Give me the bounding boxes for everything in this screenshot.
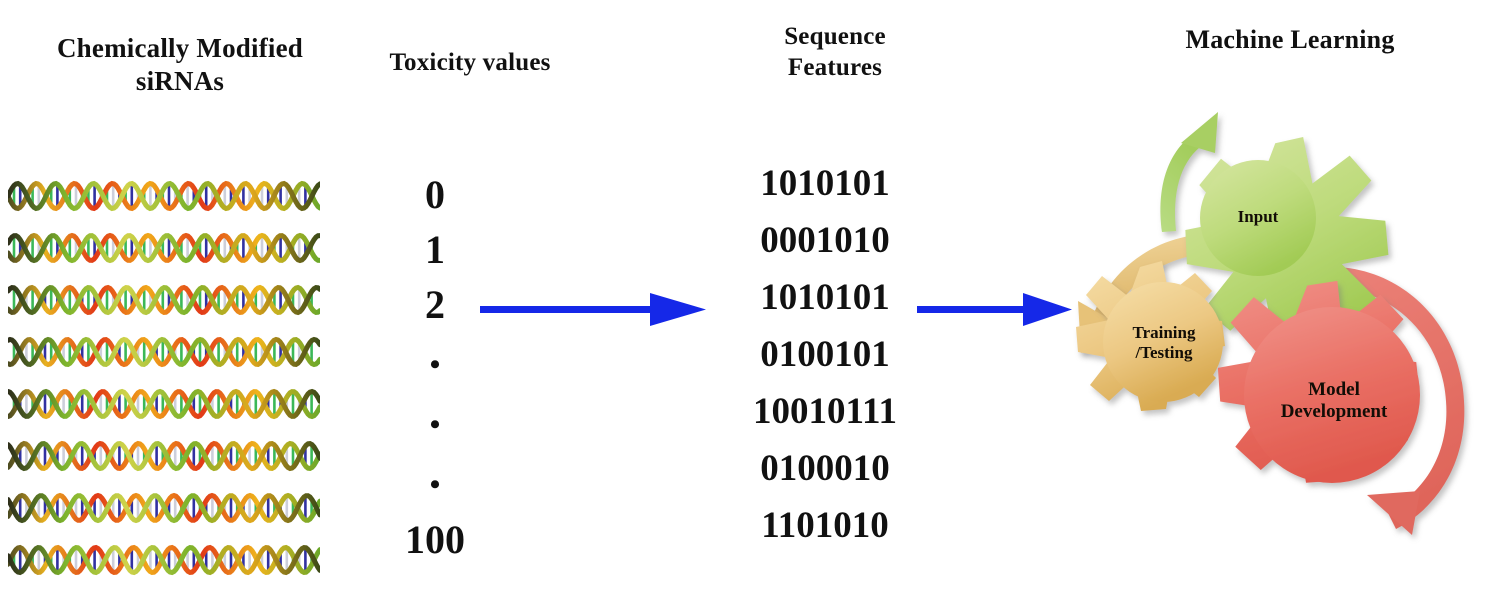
sirna-helix bbox=[5, 280, 323, 320]
sirna-helix bbox=[5, 436, 323, 476]
column-title-sequence-features: Sequence Features bbox=[700, 22, 970, 83]
column-title-sequence-line1: Sequence bbox=[784, 23, 886, 50]
sirna-helix bbox=[5, 228, 323, 268]
sirna-helix bbox=[5, 488, 323, 528]
toxicity-value: 100 bbox=[405, 517, 465, 562]
column-title-sequence-line2: Features bbox=[787, 53, 883, 81]
arrow-sequence-to-ml bbox=[917, 293, 1072, 326]
sequence-feature-value: 1010101 bbox=[760, 163, 890, 204]
column-title-machine-learning: Machine Learning bbox=[1185, 25, 1395, 54]
sirna-helix bbox=[5, 332, 323, 372]
sequence-feature-value: 0100010 bbox=[760, 448, 890, 489]
toxicity-value: 2 bbox=[425, 282, 445, 327]
sequence-feature-value: 1010101 bbox=[760, 277, 890, 318]
sirna-helix bbox=[5, 176, 323, 216]
red-curved-arrow bbox=[1322, 266, 1465, 535]
sequence-feature-value: 1101010 bbox=[761, 505, 889, 546]
column-title-sirnas-line1: Chemically Modified bbox=[56, 33, 304, 63]
gear-training-testing[interactable] bbox=[1076, 261, 1225, 411]
toxicity-ellipsis-dot: • bbox=[429, 468, 441, 501]
sequence-feature-value: 0100101 bbox=[760, 334, 890, 375]
sequence-feature-value: 10010111 bbox=[753, 391, 897, 432]
toxicity-value: 0 bbox=[425, 172, 445, 217]
toxicity-ellipsis-dot: • bbox=[429, 408, 441, 441]
gear-model-development[interactable] bbox=[1217, 280, 1420, 483]
gear-cluster-graphic bbox=[1076, 112, 1465, 535]
column-title-toxicity: Toxicity values bbox=[389, 49, 551, 76]
machine-learning-gear-cluster: Input Training /Testing Model Developmen… bbox=[1040, 95, 1500, 565]
sirna-helix-list bbox=[5, 176, 328, 576]
arrow-toxicity-to-sequence bbox=[480, 293, 706, 326]
sequence-feature-value: 0001010 bbox=[760, 220, 890, 261]
column-title-sirnas-line2: siRNAs bbox=[135, 65, 225, 96]
toxicity-value: 1 bbox=[425, 227, 445, 272]
sirna-helix bbox=[5, 384, 323, 424]
sirna-helix bbox=[5, 540, 323, 580]
column-title-sirnas: Chemically Modified siRNAs bbox=[20, 32, 340, 98]
green-curved-arrow bbox=[1160, 112, 1218, 232]
toxicity-value-list: 0 1 2 • • • 100 bbox=[370, 165, 500, 565]
toxicity-ellipsis-dot: • bbox=[429, 348, 441, 381]
sequence-feature-list: 1010101 0001010 1010101 0100101 10010111 0100… bbox=[700, 160, 950, 570]
